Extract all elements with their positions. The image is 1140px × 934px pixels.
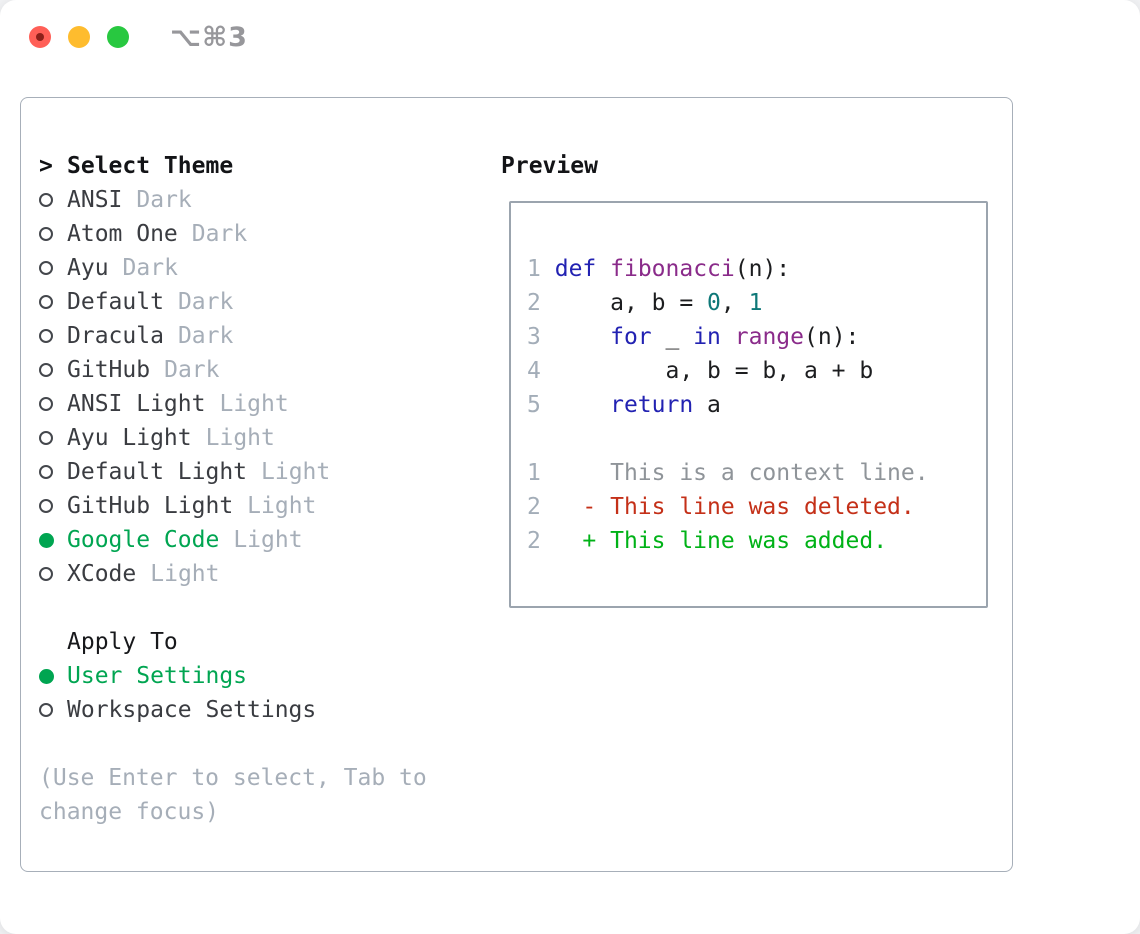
code-token [541, 256, 555, 282]
radio-unselected-icon [39, 353, 67, 387]
zoom-button[interactable] [107, 26, 129, 48]
preview-code-line: 2 a, b = 0, 1 [527, 286, 986, 320]
select-theme-title: Select Theme [67, 153, 234, 179]
apply-to-section: Apply To User Settings Workspace Setting… [39, 625, 427, 727]
code-token: 0 [707, 290, 721, 316]
theme-option-ayu-light[interactable]: Ayu Light Light [39, 421, 427, 455]
preview-code-line: 3 for _ in range(n): [527, 320, 986, 354]
theme-option-ayu-dark[interactable]: Ayu Dark [39, 251, 427, 285]
radio-selected-icon [39, 659, 67, 693]
code-token: - This line was deleted. [540, 494, 915, 520]
radio-unselected-icon [39, 557, 67, 591]
theme-option-github-light[interactable]: GitHub Light Light [39, 489, 427, 523]
code-token: a, b = [540, 290, 708, 316]
radio-selected-icon [39, 523, 67, 557]
code-token: a, b = b, a + b [540, 358, 874, 384]
preview-code-line: 4 a, b = b, a + b [527, 354, 986, 388]
code-token: fibonacci [610, 256, 735, 282]
code-token: , [720, 290, 749, 316]
theme-option-default-dark[interactable]: Default Dark [39, 285, 427, 319]
minimize-button[interactable] [68, 26, 90, 48]
preview-diff-context-line: 1 This is a context line. [527, 456, 986, 490]
radio-unselected-icon [39, 421, 67, 455]
keyboard-hint: (Use Enter to select, Tab to change focu… [39, 765, 427, 825]
code-token: in [693, 324, 721, 350]
prompt-caret-icon: > [39, 153, 53, 179]
title-bar: ⌥⌘3 [0, 0, 1140, 74]
radio-unselected-icon [39, 319, 67, 353]
theme-option-ansi-dark[interactable]: ANSI Dark [39, 183, 427, 217]
preview-diff-deleted-line: 2 - This line was deleted. [527, 490, 986, 524]
radio-unselected-icon [39, 285, 67, 319]
code-token [596, 256, 610, 282]
code-token [721, 324, 735, 350]
code-token: (n): [804, 324, 860, 350]
theme-option-google-code-light[interactable]: Google Code Light [39, 523, 427, 557]
radio-unselected-icon [39, 693, 67, 727]
preview-pane: 1 def fibonacci(n): 2 a, b = 0, 1 3 for … [509, 201, 988, 608]
preview-blank-line [527, 422, 986, 456]
code-token: return [610, 392, 694, 418]
code-token: range [734, 324, 805, 350]
radio-unselected-icon [39, 183, 67, 217]
apply-option-workspace-settings[interactable]: Workspace Settings [39, 693, 427, 727]
close-dot-icon [36, 33, 44, 41]
radio-unselected-icon [39, 455, 67, 489]
code-token: This is a context line. [540, 460, 929, 486]
preview-title: Preview [501, 153, 598, 179]
code-token: 5 [527, 392, 541, 418]
window-title: ⌥⌘3 [170, 21, 248, 53]
code-token: 1 [527, 460, 541, 486]
radio-unselected-icon [39, 251, 67, 285]
code-token: 1 [748, 290, 763, 316]
code-token [541, 324, 610, 350]
code-token: for [610, 324, 652, 350]
apply-option-user-settings[interactable]: User Settings [39, 659, 427, 693]
theme-option-xcode-light[interactable]: XCode Light [39, 557, 427, 591]
close-button[interactable] [29, 26, 51, 48]
theme-option-dracula-dark[interactable]: Dracula Dark [39, 319, 427, 353]
code-token: 1 [527, 256, 541, 282]
radio-unselected-icon [39, 489, 67, 523]
code-token: 3 [527, 324, 541, 350]
preview-code-line: 1 def fibonacci(n): [527, 252, 986, 286]
code-token: (n): [734, 256, 791, 282]
code-token: 2 [527, 528, 541, 554]
code-token: _ [651, 324, 694, 350]
code-token: 2 [527, 290, 541, 316]
code-token: + This line was added. [540, 528, 888, 554]
preview-code-line: 5 return a [527, 388, 986, 422]
theme-option-github-dark[interactable]: GitHub Dark [39, 353, 427, 387]
preview-diff-added-line: 2 + This line was added. [527, 524, 986, 558]
code-token: a [693, 392, 721, 418]
code-token: 2 [527, 494, 541, 520]
radio-unselected-icon [39, 217, 67, 251]
theme-option-default-light[interactable]: Default Light Light [39, 455, 427, 489]
code-token: def [554, 256, 597, 282]
select-theme-header: > Select Theme [39, 149, 427, 183]
theme-option-ansi-light[interactable]: ANSI Light Light [39, 387, 427, 421]
code-token: 4 [527, 358, 541, 384]
theme-picker-panel: > Select Theme ANSI Dark Atom One Dark A… [20, 97, 1013, 872]
theme-option-atom-one-dark[interactable]: Atom One Dark [39, 217, 427, 251]
code-token [541, 392, 610, 418]
radio-unselected-icon [39, 387, 67, 421]
apply-to-header: Apply To [67, 629, 178, 655]
theme-list-column: > Select Theme ANSI Dark Atom One Dark A… [39, 149, 427, 829]
